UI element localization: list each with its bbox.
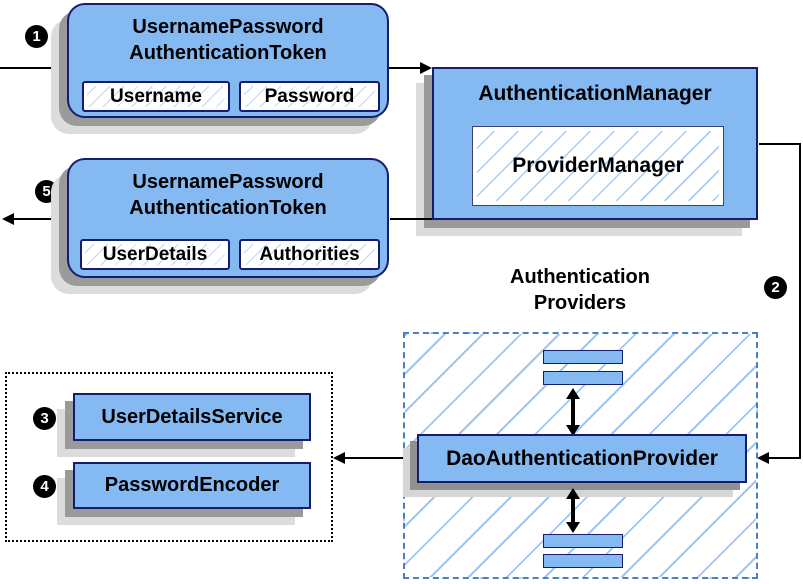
provider-placeholder-bar (543, 371, 623, 385)
result-token-title-line2: AuthenticationToken (129, 197, 327, 219)
bidirectional-arrow-up-icon (566, 488, 580, 499)
request-token-title-line2: AuthenticationToken (129, 42, 327, 64)
dao-authentication-provider-label: DaoAuthenticationProvider (446, 446, 718, 470)
manager-to-providers-arrowhead-icon (757, 452, 769, 464)
authentication-providers-title-line1: Authentication (510, 266, 650, 288)
manager-to-result-token-line (390, 218, 432, 220)
password-field-box: Password (239, 81, 380, 112)
authentication-manager-title: AuthenticationManager (478, 82, 712, 105)
result-token-title: UsernamePassword AuthenticationToken (69, 169, 387, 221)
request-token-title-line1: UsernamePassword (132, 16, 324, 38)
password-encoder-box: PasswordEncoder (73, 462, 311, 509)
token-to-manager-arrowhead-icon (420, 62, 432, 74)
username-field-box: Username (82, 81, 230, 112)
step-5-badge: 5 (35, 180, 58, 203)
provider-manager-label: ProviderManager (512, 154, 684, 177)
authorities-field-box: Authorities (239, 239, 380, 270)
incoming-request-line (0, 67, 67, 69)
provider-placeholder-bar (543, 534, 623, 548)
authentication-providers-title: Authentication Providers (455, 264, 705, 316)
bidirectional-arrow-line (571, 497, 575, 525)
manager-to-providers-line-top (759, 143, 801, 145)
user-details-service-label: UserDetailsService (101, 405, 283, 428)
dao-authentication-provider-box: DaoAuthenticationProvider (417, 434, 747, 483)
provider-to-services-line (345, 457, 403, 459)
username-field-label: Username (110, 85, 202, 107)
username-password-token-result-box: UsernamePassword AuthenticationToken Use… (67, 158, 389, 278)
request-token-title: UsernamePassword AuthenticationToken (69, 14, 387, 66)
authorities-field-label: Authorities (259, 243, 360, 265)
outgoing-result-line (13, 218, 67, 220)
provider-placeholder-bar (543, 350, 623, 364)
result-token-title-line1: UsernamePassword (132, 171, 324, 193)
userdetails-field-label: UserDetails (102, 243, 208, 265)
step-4-badge: 4 (33, 475, 56, 498)
bidirectional-arrow-down-icon (566, 522, 580, 533)
user-details-service-box: UserDetailsService (73, 393, 311, 441)
token-to-manager-line (389, 67, 423, 69)
password-encoder-label: PasswordEncoder (104, 474, 280, 496)
password-field-label: Password (264, 85, 355, 107)
step-2-badge: 2 (764, 276, 787, 299)
step-3-badge: 3 (33, 407, 56, 430)
manager-to-providers-line-bottom (769, 457, 801, 459)
bidirectional-arrow-line (571, 397, 575, 427)
bidirectional-arrow-up-icon (566, 388, 580, 399)
authentication-providers-title-line2: Providers (533, 292, 627, 314)
manager-to-providers-line-vertical (799, 143, 801, 459)
bidirectional-arrow-down-icon (566, 425, 580, 436)
authentication-manager-box: AuthenticationManager ProviderManager (432, 67, 758, 220)
services-container (5, 372, 333, 542)
outgoing-result-arrowhead-icon (2, 213, 14, 225)
provider-placeholder-bar (543, 554, 623, 568)
provider-manager-box: ProviderManager (472, 126, 724, 206)
username-password-token-request-box: UsernamePassword AuthenticationToken Use… (67, 3, 389, 118)
step-1-badge: 1 (25, 25, 48, 48)
userdetails-field-box: UserDetails (80, 239, 230, 270)
provider-to-services-arrowhead-icon (333, 452, 345, 464)
